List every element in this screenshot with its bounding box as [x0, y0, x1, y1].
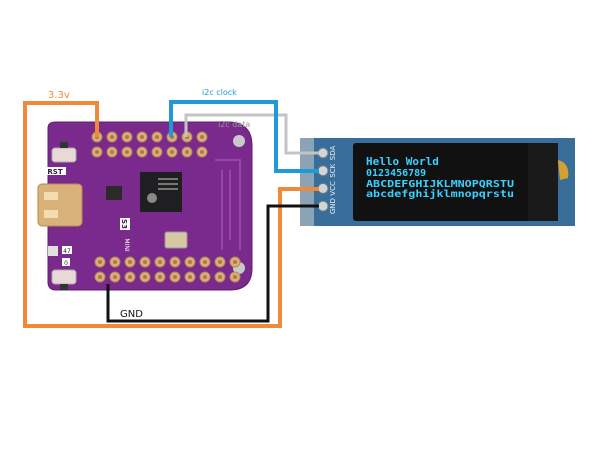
boot-button[interactable]: [51, 269, 77, 285]
led-label: 47: [63, 248, 71, 255]
label-gnd: GND: [120, 309, 143, 320]
board-silk-mini: MINI: [123, 238, 130, 251]
rst-label: RST: [47, 168, 62, 176]
wire-gnd: [106, 204, 319, 323]
oled-module: Hello World 0123456789 ABCDEFGHIJKLMNOPQ…: [300, 138, 575, 226]
espressif-logo-icon: [147, 193, 157, 203]
oled-pin-gnd: [317, 200, 329, 212]
oled-pin-label: SCK: [329, 163, 337, 177]
oled-pins: SDA SCK VCC GND: [317, 146, 337, 214]
mounting-hole: [233, 135, 245, 147]
oled-pin-label: VCC: [329, 181, 337, 196]
oled-pin-sda: [317, 147, 329, 159]
oled-screen: [353, 143, 558, 221]
oled-line-1: Hello World: [366, 155, 439, 168]
reset-button[interactable]: [51, 147, 77, 163]
oled-line-4: abcdefghijklmnopqrstu: [366, 188, 514, 200]
oled-pin-sck: [317, 165, 329, 177]
board-pin-headers: [91, 131, 241, 283]
boot-label: 0: [64, 260, 68, 267]
esp32-s3-mini-board: RST 47 0 S3 MINI: [37, 121, 253, 291]
label-i2c-data: i2c data: [218, 120, 250, 129]
oled-pin-label: GND: [329, 198, 337, 214]
wire-3v3: [23, 101, 319, 328]
label-i2c-clock: i2c clock: [202, 88, 237, 97]
label-3v3: 3.3v: [48, 90, 70, 101]
oled-line-2: 0123456789: [366, 168, 426, 179]
usb-c-connector: [37, 183, 83, 227]
wire-i2c-data: [184, 113, 319, 155]
board-silk-s3: S3: [120, 219, 128, 229]
oled-pin-vcc: [317, 182, 329, 194]
oled-pin-label: SDA: [329, 146, 337, 161]
wire-i2c-clock: [169, 100, 319, 173]
oled-line-3: ABCDEFGHIJKLMNOPQRSTU: [366, 179, 514, 190]
